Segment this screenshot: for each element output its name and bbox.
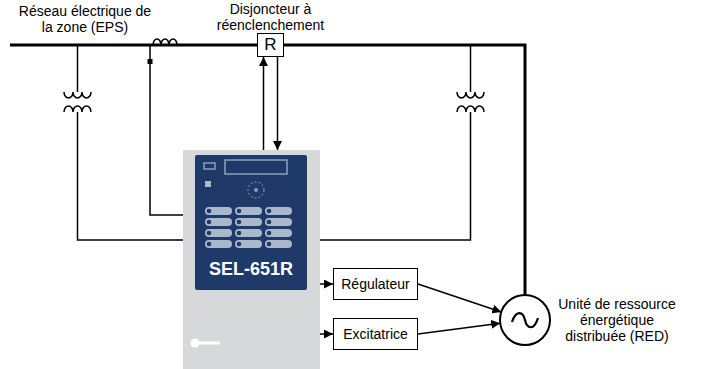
pushbutton	[205, 240, 232, 248]
generator-symbol	[498, 293, 552, 347]
current-transformer	[150, 39, 183, 215]
recloser-box: Disjoncteur à réenclenchementR	[257, 33, 284, 57]
pushbutton	[265, 240, 292, 248]
faceplate	[195, 155, 307, 290]
generator-unit: Unité de ressource énergétique distribué…	[498, 288, 678, 352]
pushbutton-led	[267, 209, 272, 214]
pushbutton	[205, 207, 232, 215]
pushbutton	[235, 240, 262, 248]
voltage-transformer-left	[64, 45, 183, 240]
signal-arrow	[277, 57, 279, 150]
pushbutton	[265, 229, 292, 237]
device-heading: Disjoncteur à réenclenchement	[186, 1, 356, 33]
bus-connector	[284, 45, 525, 295]
vt-wire	[78, 112, 184, 240]
control-label: Régulateur	[341, 276, 410, 292]
pushbutton-led	[267, 231, 272, 236]
control-box: Excitatrice	[333, 318, 418, 350]
pushbutton-led	[237, 242, 242, 247]
signal-arrow	[418, 323, 500, 334]
pushbutton	[265, 218, 292, 226]
relay-model: SEL-651R	[195, 258, 307, 280]
pushbutton	[205, 218, 232, 226]
ct-coil	[153, 39, 177, 45]
pushbutton	[205, 229, 232, 237]
pushbutton	[235, 229, 262, 237]
ac-tilde	[512, 313, 538, 327]
pushbutton-led	[207, 242, 212, 247]
bus-line	[10, 44, 257, 47]
vt-wire	[320, 112, 471, 240]
navigation-pad	[248, 182, 264, 198]
pushbutton-led	[207, 220, 212, 225]
ct-lead	[150, 45, 183, 215]
navigation-button	[254, 188, 258, 192]
control-label: Excitatrice	[343, 326, 408, 342]
pushbutton-led	[267, 242, 272, 247]
signal-arrow	[418, 284, 501, 312]
vt-primary-coil	[64, 92, 91, 98]
ct-polarity-dot	[148, 59, 153, 64]
vt-lead	[470, 45, 472, 92]
vt-secondary-coil	[457, 106, 484, 112]
generator-circle	[500, 295, 550, 345]
pushbutton-led	[237, 220, 242, 225]
key-lock	[198, 342, 220, 345]
status-led	[205, 181, 211, 187]
pushbutton	[235, 207, 262, 215]
pushbutton	[235, 218, 262, 226]
relay-panel: SEL-651R	[183, 150, 320, 369]
voltage-transformer-right	[320, 45, 484, 240]
pushbutton-led	[237, 231, 242, 236]
pushbutton-led	[267, 220, 272, 225]
pushbutton-led	[207, 231, 212, 236]
pushbutton-led	[237, 209, 242, 214]
network-label: Réseau électrique de la zone (EPS)	[15, 3, 155, 35]
heading-group: Disjoncteur à réenclenchement	[186, 1, 356, 33]
vt-primary-coil	[457, 92, 484, 98]
generator-caption: Unité de ressource énergétique distribué…	[558, 288, 676, 352]
vt-lead	[77, 45, 79, 92]
pushbutton-led	[207, 209, 212, 214]
serial-port-icon	[204, 163, 215, 169]
generator-label: Unité de ressource énergétique distribué…	[558, 296, 676, 344]
pushbutton	[265, 207, 292, 215]
faceplate-text: SEL-651R	[195, 258, 307, 280]
signal-arrow	[320, 283, 333, 285]
lcd-display	[225, 160, 287, 174]
vt-secondary-coil	[64, 106, 91, 112]
signal-arrow	[320, 333, 333, 335]
signal-arrow	[263, 57, 265, 150]
device-letter: R	[264, 36, 276, 54]
control-box: Régulateur	[333, 268, 418, 300]
